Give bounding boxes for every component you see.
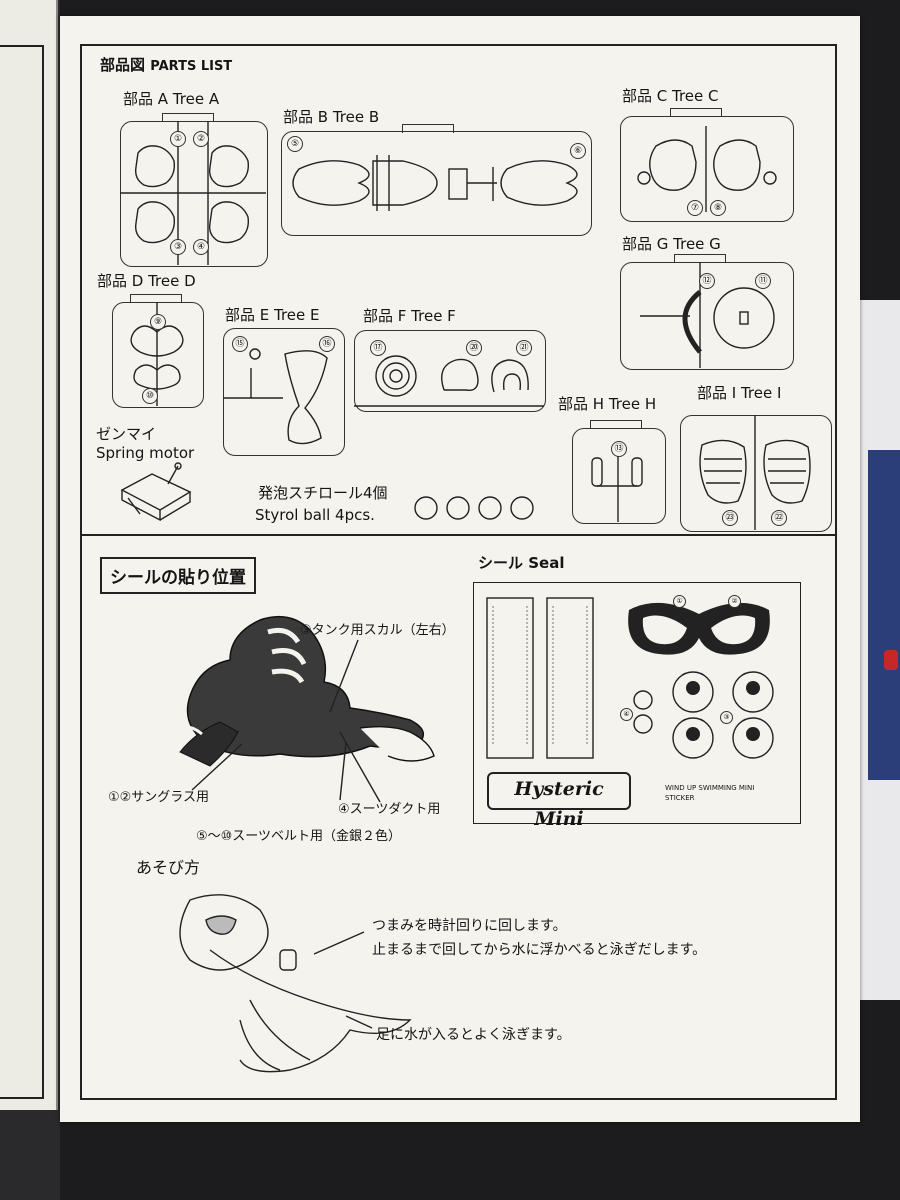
seal-number-4: ④ <box>620 708 633 721</box>
part-number-6: ⑥ <box>570 143 586 159</box>
sticker-position-title: シールの貼り位置 <box>100 557 256 594</box>
styrol-en: Styrol ball 4pcs. <box>255 506 375 524</box>
label-suit-duct: ④スーツダクト用 <box>338 802 441 817</box>
part-number-17: ⑰ <box>370 340 386 356</box>
howto-line1: つまみを時計回りに回します。 <box>372 918 567 934</box>
howto-line2: 止まるまで回してから水に浮かべると泳ぎだします。 <box>372 942 707 958</box>
styrol-ja: 発泡スチロール4個 <box>258 484 388 502</box>
tree-d-label: 部品 D Tree D <box>97 272 196 290</box>
tree-f-label: 部品 F Tree F <box>363 307 456 325</box>
seal-number-2: ② <box>728 595 741 608</box>
seal-sheet <box>473 582 801 824</box>
hysteric-mini-logo: Hysteric Mini <box>487 772 631 830</box>
part-number-12: ⑫ <box>699 273 715 289</box>
tree-e-sprue <box>223 328 345 456</box>
seal-stickers-drawing <box>486 597 774 759</box>
tree-i-sprue <box>680 415 832 532</box>
part-number-10: ⑩ <box>142 388 158 404</box>
section-divider <box>80 534 837 536</box>
howto-leader-lines <box>313 931 373 1029</box>
tree-a-label: 部品 A Tree A <box>123 90 220 108</box>
label-sunglasses: ①②サングラス用 <box>108 790 210 805</box>
part-number-15: ⑮ <box>232 336 248 352</box>
adjacent-page <box>0 0 58 1110</box>
part-number-11: ⑪ <box>755 273 771 289</box>
label-suit-belt: ⑤～⑩スーツベルト用（金銀２色） <box>196 829 402 844</box>
tree-g-label: 部品 G Tree G <box>622 235 721 253</box>
tree-b-label: 部品 B Tree B <box>283 108 380 126</box>
part-number-9: ⑨ <box>150 314 166 330</box>
tree-i-label: 部品 I Tree I <box>697 384 782 402</box>
part-number-22: ㉒ <box>771 510 787 526</box>
part-number-16: ⑯ <box>319 336 335 352</box>
tree-i-arms-drawing <box>699 415 811 530</box>
tree-b-sprue <box>281 131 592 236</box>
tree-a-sprue <box>120 121 268 267</box>
tree-c-tab <box>670 108 722 117</box>
tree-g-tab <box>674 254 726 263</box>
styrol-balls-drawing <box>414 496 534 520</box>
howto-illustration <box>179 894 412 1073</box>
tree-b-parts-drawing <box>292 155 578 211</box>
seal-caption-1: WIND UP SWIMMING MINI <box>665 784 755 792</box>
part-number-21: ㉑ <box>516 340 532 356</box>
tree-h-sprue <box>572 428 666 524</box>
part-number-1: ① <box>170 131 186 147</box>
tree-h-label: 部品 H Tree H <box>558 395 657 413</box>
howto-title: あそび方 <box>136 858 201 877</box>
tree-b-tab <box>402 124 454 133</box>
tree-e-label: 部品 E Tree E <box>225 306 320 324</box>
seal-title: シール Seal <box>478 554 565 572</box>
seal-caption-2: STICKER <box>665 794 695 802</box>
part-number-13: ⑬ <box>611 441 627 457</box>
part-number-20: ⑳ <box>466 340 482 356</box>
tree-h-tab <box>590 420 642 429</box>
tree-f-parts-drawing <box>354 355 544 407</box>
part-number-23: ㉓ <box>722 510 738 526</box>
tree-e-feet-drawing <box>223 348 328 445</box>
sticker-leader-lines <box>191 639 381 803</box>
tree-d-sprue <box>112 302 204 408</box>
part-number-7: ⑦ <box>687 200 703 216</box>
part-number-8: ⑧ <box>710 200 726 216</box>
parts-list-title: 部品図 PARTS LIST <box>100 56 233 74</box>
tree-g-sprue <box>620 262 794 370</box>
instruction-sheet <box>60 16 860 1122</box>
part-number-4: ④ <box>193 239 209 255</box>
spring-motor-ja: ゼンマイ <box>96 425 157 443</box>
tree-h-parts-drawing <box>591 448 643 522</box>
tree-a-tab <box>162 113 214 122</box>
figure-sticker-illustration <box>173 615 435 767</box>
sheet-frame <box>80 44 837 1100</box>
seal-number-3: ③ <box>720 711 733 724</box>
seal-number-1: ① <box>673 595 686 608</box>
howto-line3: 足に水が入るとよく泳ぎます。 <box>376 1027 571 1043</box>
spring-motor-en: Spring motor <box>96 444 195 462</box>
label-tank-skull: ③タンク用スカル（左右） <box>300 623 455 638</box>
part-number-3: ③ <box>170 239 186 255</box>
spring-motor-drawing <box>120 462 192 522</box>
tree-c-heads-drawing <box>637 126 777 212</box>
tree-c-sprue <box>620 116 794 222</box>
product-box-edge <box>858 300 900 1000</box>
part-number-5: ⑤ <box>287 136 303 152</box>
part-number-2: ② <box>193 131 209 147</box>
tree-c-label: 部品 C Tree C <box>622 87 719 105</box>
tree-f-sprue <box>354 330 546 412</box>
tree-d-tab <box>130 294 182 303</box>
